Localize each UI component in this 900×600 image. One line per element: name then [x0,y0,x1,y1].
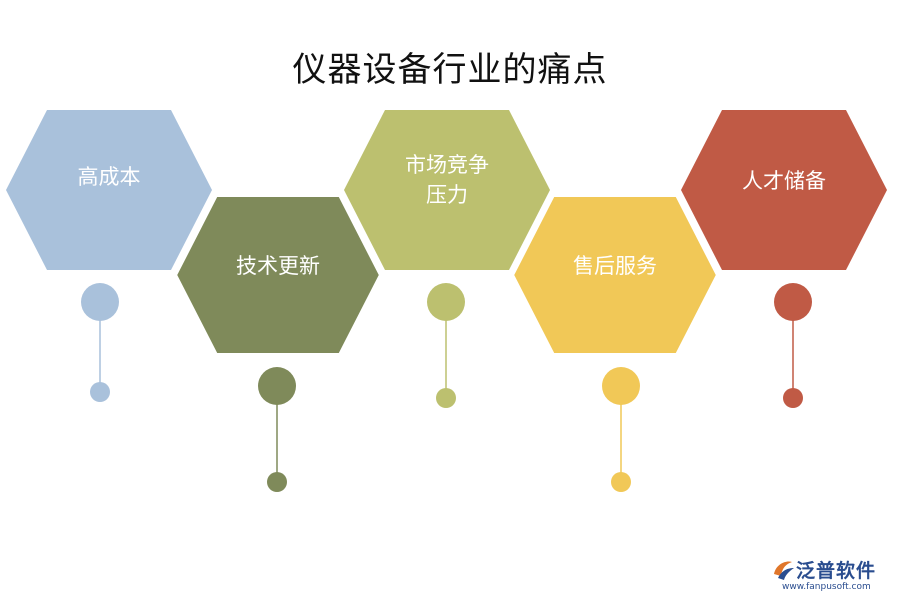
connector-dot-large-5 [774,283,812,321]
hexagon-label-3: 市场竞争 压力 [405,153,489,207]
diagram-title: 仪器设备行业的痛点 [292,50,608,90]
hexagon-2 [172,193,384,357]
connector-2 [258,367,296,492]
connector-dot-small-4 [611,472,631,492]
connector-5 [774,283,812,408]
hexagon-label-5: 人才储备 [742,169,826,193]
hexagon-label-1: 高成本 [77,165,141,189]
hexagon-5 [681,110,887,270]
connector-dot-small-1 [90,382,110,402]
connector-dot-small-3 [436,388,456,408]
connector-1 [81,283,119,402]
connector-dot-large-3 [427,283,465,321]
hexagon-3 [344,110,550,270]
hexagon-4 [509,193,721,357]
brand-name: 泛普软件 [796,560,877,582]
brand-logo: 泛普软件 www.fanpusoft.com [768,554,894,598]
brand-logo-icon [774,561,794,580]
hexagon-label-2: 技术更新 [236,254,320,278]
connector-4 [602,367,640,492]
hexagon-label-4: 售后服务 [573,254,657,278]
hexagon-1 [6,110,212,270]
connector-dot-small-2 [267,472,287,492]
connector-dot-large-1 [81,283,119,321]
connector-dot-small-5 [783,388,803,408]
connector-dot-large-4 [602,367,640,405]
connector-dot-large-2 [258,367,296,405]
brand-url: www.fanpusoft.com [782,582,871,592]
connector-3 [427,283,465,408]
